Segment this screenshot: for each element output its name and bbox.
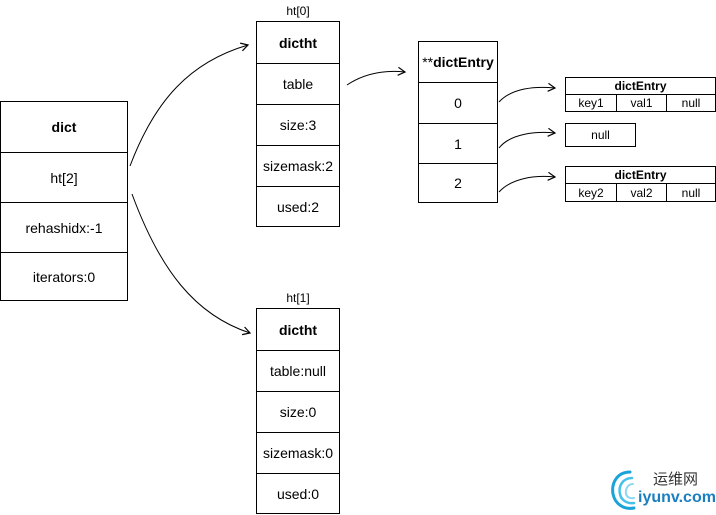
arrow-slot0-to-entry (498, 82, 557, 103)
ht0-field-sizemask: sizemask:2 (257, 145, 339, 186)
entry-slot0-title: dictEntry (614, 79, 667, 93)
watermark: 运维网 iyunv.com (608, 466, 716, 515)
ht0-field-used: used:2 (257, 186, 339, 226)
ht0-label: ht[0] (286, 4, 310, 18)
watermark-url: iyunv.com (638, 489, 716, 506)
entry-slot2-key: key2 (566, 183, 616, 201)
arrow-dict-to-ht0 (129, 42, 250, 167)
watermark-cn: 运维网 (653, 471, 699, 488)
table-slot-0: 0 (419, 82, 497, 123)
dict-field-rehashidx: rehashidx:-1 (1, 202, 127, 252)
entry-slot1-null: null (565, 123, 636, 147)
arrow-slot1-to-null (498, 127, 557, 149)
entry-slot0-next: null (666, 94, 715, 111)
ht1-field-table: table:null (257, 350, 339, 391)
entry-slot2-title: dictEntry (614, 168, 667, 182)
entry-slot1-null-text: null (591, 128, 610, 142)
ht1-title: dictht (278, 321, 318, 338)
entry-slot2: dictEntry key2 val2 null (565, 166, 716, 202)
table-slot-1: 1 (419, 123, 497, 163)
ht0-title: dictht (278, 34, 318, 51)
entry-slot0-val: val1 (616, 94, 666, 111)
dict-field-ht: ht[2] (1, 152, 127, 202)
table-title-prefix: ** (422, 54, 434, 70)
entry-slot2-val: val2 (616, 183, 666, 201)
ht0-field-table: table (257, 63, 339, 104)
dict-field-iterators: iterators:0 (1, 252, 127, 300)
table-array: **dictEntry 0 1 2 (418, 41, 498, 203)
table-title: **dictEntry (419, 42, 497, 82)
entry-slot0: dictEntry key1 val1 null (565, 77, 716, 112)
entry-slot2-next: null (666, 183, 715, 201)
arrow-slot2-to-entry (498, 171, 557, 193)
ht1-field-used: used:0 (257, 473, 339, 513)
arrow-dict-to-ht1 (131, 193, 252, 336)
ht1-field-sizemask: sizemask:0 (257, 432, 339, 473)
ht0-field-size: size:3 (257, 104, 339, 145)
ht1-field-size: size:0 (257, 391, 339, 432)
watermark-logo-icon (611, 470, 636, 510)
ht1-label: ht[1] (286, 291, 310, 305)
table-title-type: dictEntry (433, 54, 494, 70)
dict-struct: dict ht[2] rehashidx:-1 iterators:0 (0, 101, 128, 301)
ht1-struct: dictht table:null size:0 sizemask:0 used… (256, 308, 340, 514)
arrow-table-to-entries (346, 66, 407, 86)
entry-slot0-key: key1 (566, 94, 616, 111)
ht0-struct: dictht table size:3 sizemask:2 used:2 (256, 21, 340, 227)
dict-title: dict (51, 119, 77, 135)
table-slot-2: 2 (419, 163, 497, 202)
